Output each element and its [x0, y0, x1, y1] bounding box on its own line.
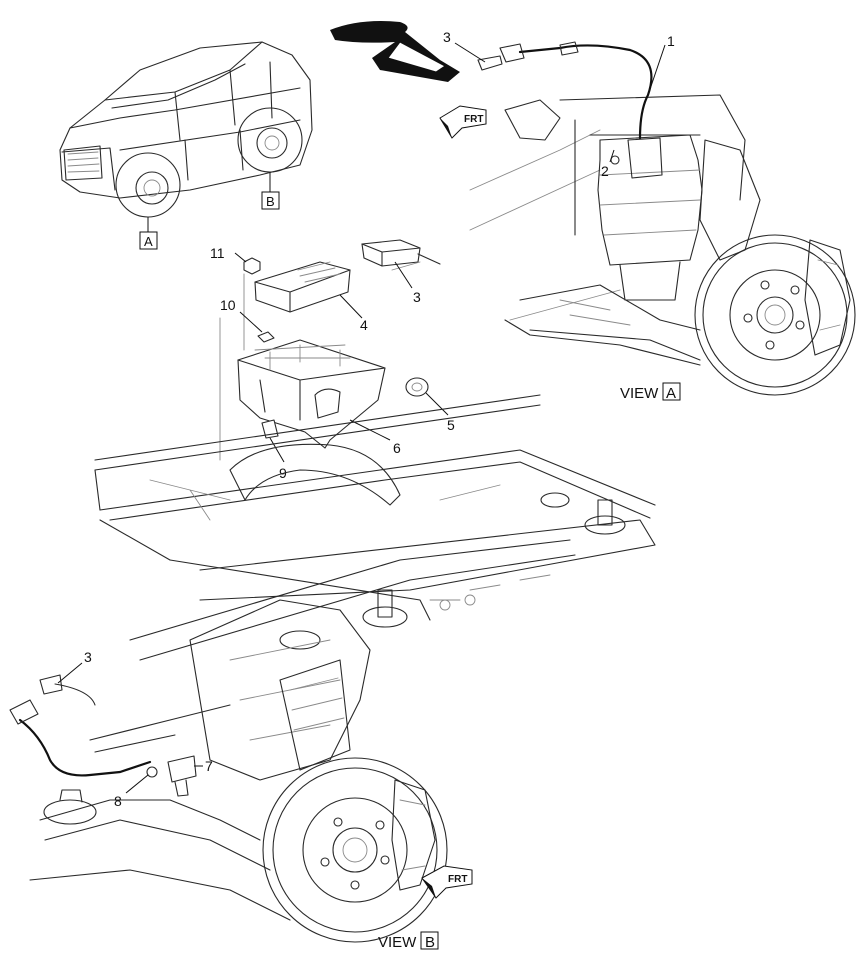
view-b-box: B [425, 934, 435, 951]
callout-3-b-label: 3 [84, 649, 92, 665]
view-b-word: VIEW [378, 934, 417, 951]
callout-6-label: 6 [393, 440, 401, 456]
callout-2: 2 [601, 149, 615, 179]
callout-3-top: 3 [443, 29, 486, 63]
frt-arrow-bottom: FRT [421, 865, 473, 899]
callout-11-label: 11 [210, 245, 225, 261]
vehicle-illustration [59, 41, 313, 218]
view-a-illustration [330, 21, 856, 396]
callout-5: 5 [425, 392, 455, 433]
callout-2-label: 2 [601, 163, 609, 179]
callout-1-label: 1 [667, 33, 675, 49]
frt-arrow-top: FRT [439, 105, 487, 139]
callout-3-top-label: 3 [443, 29, 451, 45]
callout-5-label: 5 [447, 417, 455, 433]
frt-label-bottom: FRT [448, 874, 467, 885]
callout-7-label: 7 [205, 758, 213, 774]
callout-4-label: 4 [360, 317, 368, 333]
detail-marker-b: B [261, 172, 280, 210]
callout-10: 10 [220, 297, 263, 333]
vehicle-frame-illustration [94, 394, 656, 661]
view-a-caption: VIEW A [620, 382, 681, 402]
callout-7: 7 [194, 758, 213, 774]
callout-1: 1 [646, 33, 675, 99]
callout-10-label: 10 [220, 297, 236, 313]
frt-label-top: FRT [464, 114, 483, 125]
callout-3-b: 3 [57, 649, 92, 684]
callout-6: 6 [349, 419, 401, 456]
callout-8-label: 8 [114, 793, 122, 809]
callout-3-a: 3 [394, 261, 421, 305]
callout-8: 8 [114, 774, 149, 809]
callout-3-a-label: 3 [413, 289, 421, 305]
callout-11: 11 [210, 245, 247, 263]
view-b-caption: VIEW B [378, 931, 439, 951]
detail-marker-b-label: B [266, 194, 275, 209]
view-b-illustration [9, 599, 448, 943]
view-a-box: A [666, 385, 676, 402]
detail-marker-a: A [139, 217, 158, 250]
view-a-word: VIEW [620, 385, 659, 402]
module-assembly-illustration [219, 239, 441, 461]
detail-marker-a-label: A [144, 234, 153, 249]
callout-4: 4 [339, 294, 368, 333]
